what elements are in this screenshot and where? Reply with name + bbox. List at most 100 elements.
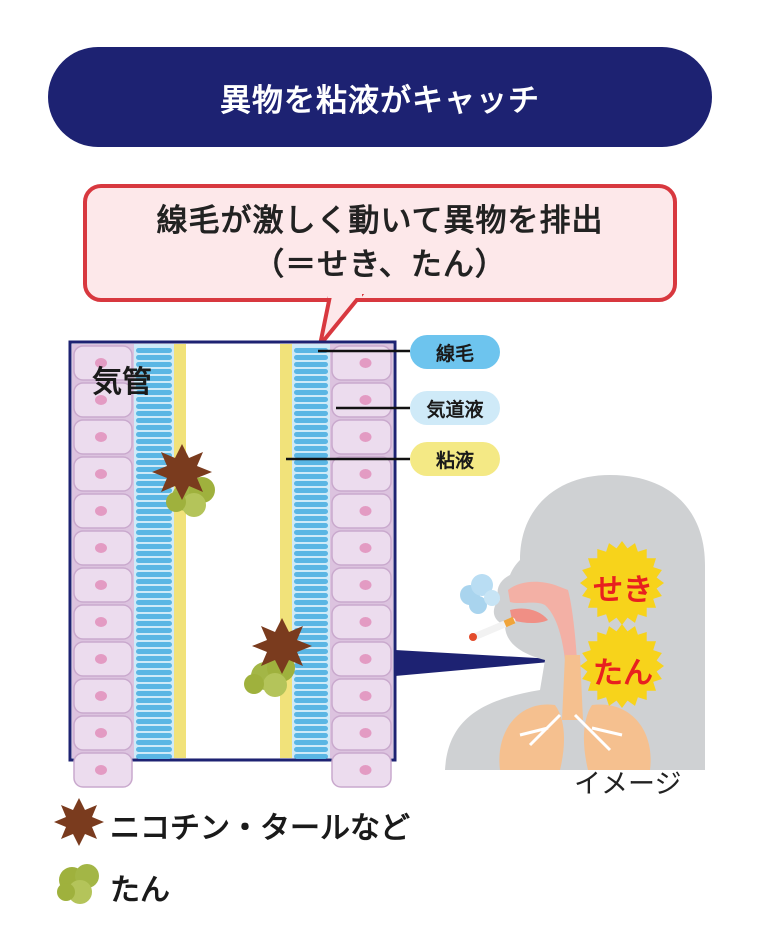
cilium [136,642,172,647]
cilium [136,397,172,402]
cilium [294,516,328,521]
trachea-label: 気管 [92,365,152,400]
airway-fluid-tag: 気道液 [410,391,500,425]
cilium [136,390,172,395]
cilium [294,446,328,451]
cough-badge [580,541,664,625]
cilium [294,712,328,717]
cell-nucleus [95,691,107,701]
cell-nucleus [359,765,372,775]
cilium [136,754,172,759]
cell-nucleus [359,654,372,664]
cilium [294,376,328,381]
cilium [294,635,328,640]
right-cell-wall [330,344,393,788]
cilium [136,376,172,381]
phlegm-badge [580,624,664,708]
legend-label-phlegm: たん [110,873,170,908]
left-cell-wall [72,344,134,788]
phlegm-label: たん [593,656,653,691]
cilium [294,551,328,556]
zoom-connector [395,650,572,676]
cilium [294,411,328,416]
cilium [294,593,328,598]
cell-nucleus [359,617,372,627]
cilium [294,488,328,493]
legend-item-nicotine-tar: ニコチン・タールなど [110,803,410,847]
smoke-puff [460,574,500,614]
cilium [136,383,172,388]
image-caption: イメージ [574,769,682,800]
cell-nucleus [359,432,372,442]
cilium [136,565,172,570]
cilium [294,705,328,710]
cilium [294,747,328,752]
cell-nucleus [95,580,107,590]
cilium [136,418,172,423]
cilium [136,572,172,577]
cilium [294,656,328,661]
tar-particle-upper [152,444,212,500]
cilium [136,544,172,549]
cilium [136,712,172,717]
cilium [294,355,328,360]
cell-nucleus [95,617,107,627]
cilium [136,579,172,584]
cilium [136,523,172,528]
cilium [136,551,172,556]
cell-nucleus [359,728,372,738]
right-cilia [292,344,330,759]
cilium [136,698,172,703]
cilium [294,684,328,689]
cilium [136,684,172,689]
cilium [294,754,328,759]
cilium [136,586,172,591]
cilium [294,509,328,514]
cilium [136,649,172,654]
page-title: 異物を粘液がキャッチ [220,82,540,119]
cilium [294,579,328,584]
cilium [294,565,328,570]
callout-line-1: 線毛が激しく動いて異物を排出 [156,203,604,239]
cilium [136,663,172,668]
cilium [294,404,328,409]
cell-nucleus [95,432,107,442]
cilium [136,446,172,451]
cilium [136,558,172,563]
cilium [136,516,172,521]
cilium [136,740,172,745]
mucus-tag: 粘液 [410,442,500,476]
cilium [294,362,328,367]
cilium [294,691,328,696]
cilia-tag-label: 線毛 [435,342,474,365]
cilium [136,670,172,675]
cilium [136,502,172,507]
cilium [136,530,172,535]
callout-tail [318,294,365,347]
cell-nucleus [359,395,372,405]
cilium [294,495,328,500]
cilium [136,747,172,752]
cilium [136,369,172,374]
cilium [136,439,172,444]
right-mucus-layer [280,344,292,758]
cilium [294,467,328,472]
cell-nucleus [359,543,372,553]
cilium [136,628,172,633]
cilium [294,740,328,745]
cigarette [469,616,516,641]
cilium [136,621,172,626]
cilium [294,614,328,619]
cilium [136,481,172,486]
cilium [294,474,328,479]
cilium [136,460,172,465]
legend-item-phlegm: たん [110,865,170,909]
cell-nucleus [95,395,107,405]
cell-nucleus [95,358,107,368]
cilium [294,649,328,654]
cilium [294,481,328,486]
cilium [294,390,328,395]
cilium [294,418,328,423]
callout-line-2: （＝せき、たん） [253,247,507,283]
cilium [294,600,328,605]
